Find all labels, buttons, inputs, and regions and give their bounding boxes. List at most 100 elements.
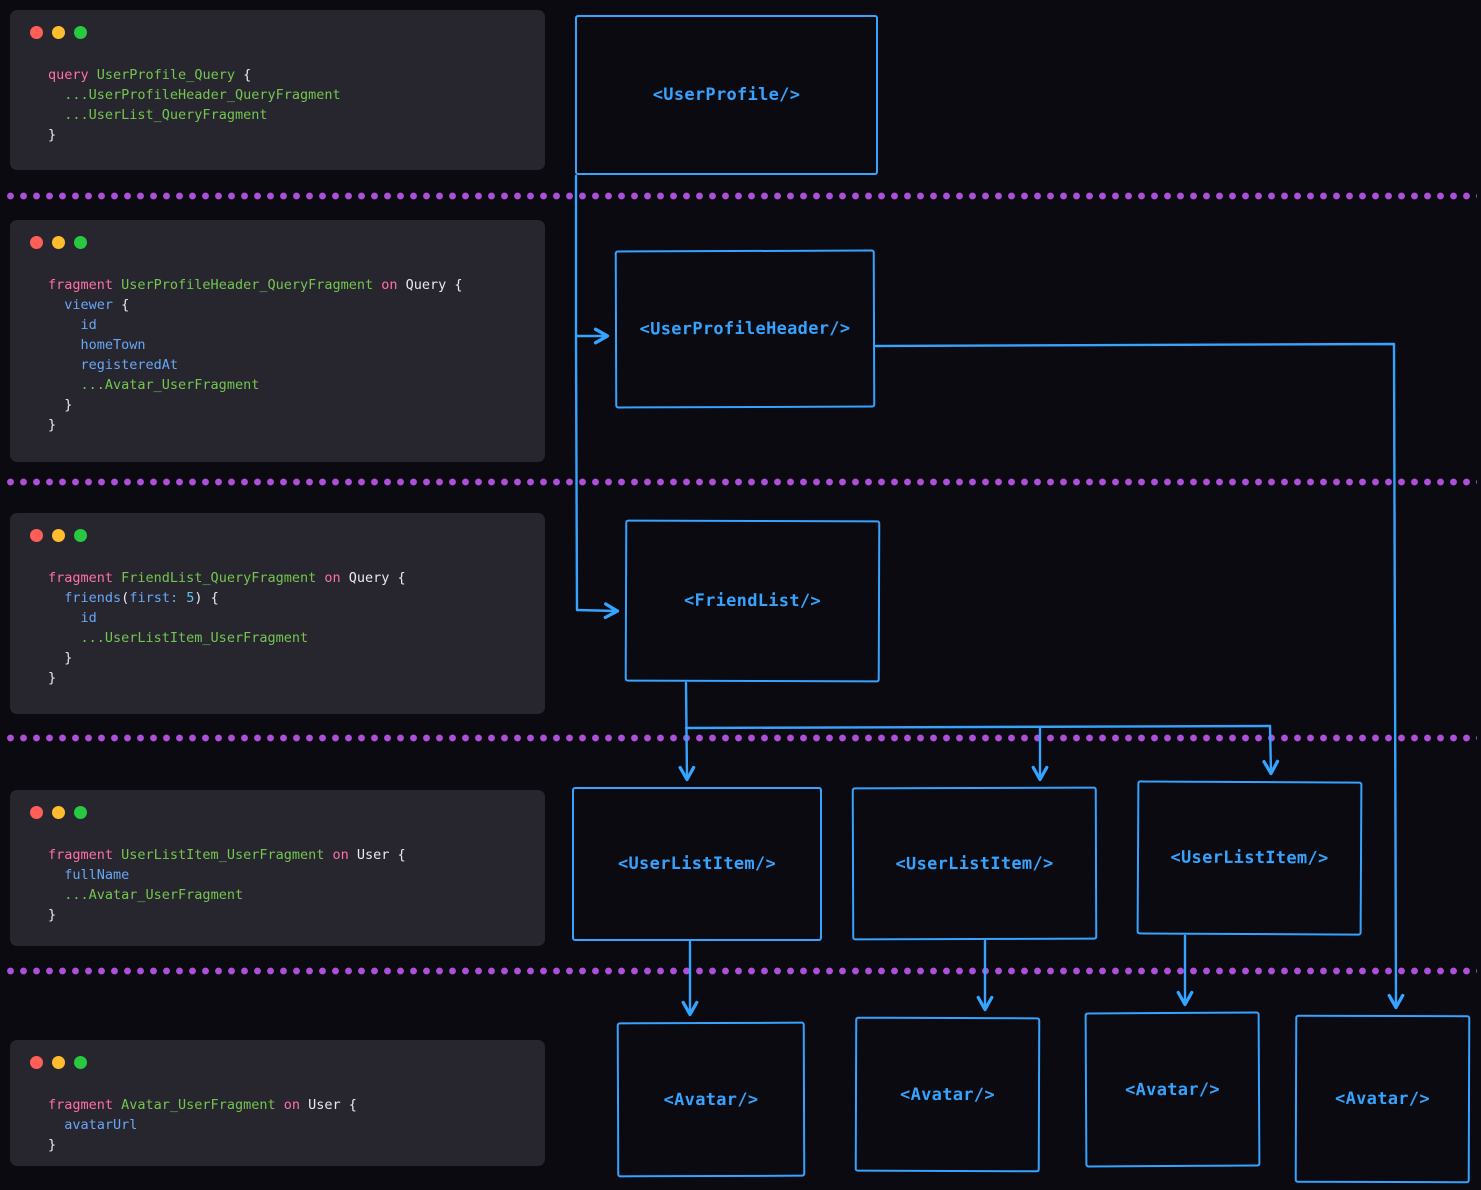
code-token: }: [48, 650, 73, 666]
code-token: User {: [356, 847, 406, 863]
code-line: homeTown: [48, 335, 525, 355]
component-label: <FriendList/>: [683, 590, 822, 612]
code-token: on: [324, 847, 357, 863]
code-block: query UserProfile_Query { ...UserProfile…: [30, 65, 525, 145]
code-block: fragment FriendList_QueryFragment on Que…: [30, 568, 525, 688]
component-box-avatar-3: <Avatar/>: [1084, 1011, 1261, 1168]
maximize-icon: [74, 236, 87, 249]
code-token: }: [48, 907, 57, 923]
component-box-user-list-item-2: <UserListItem/>: [851, 786, 1098, 941]
code-token: friends: [64, 590, 122, 606]
component-box-user-profile-header: <UserProfileHeader/>: [614, 249, 876, 409]
code-token: {: [113, 297, 130, 313]
code-token: [48, 317, 81, 333]
code-token: FriendList_QueryFragment: [121, 570, 317, 586]
divider-line: [4, 967, 1477, 975]
code-token: }: [48, 417, 57, 433]
code-token: fullName: [64, 867, 130, 883]
code-token: [48, 357, 81, 373]
code-token: avatarUrl: [64, 1117, 138, 1133]
code-line: avatarUrl: [48, 1115, 525, 1135]
code-line: }: [48, 668, 525, 688]
component-label: <UserListItem/>: [1170, 847, 1329, 869]
code-block: fragment UserListItem_UserFragment on Us…: [30, 845, 525, 925]
code-token: id: [80, 317, 97, 333]
code-line: ...UserList_QueryFragment: [48, 105, 525, 125]
code-token: fragment: [48, 847, 122, 863]
component-label: <Avatar/>: [900, 1084, 995, 1105]
traffic-lights: [30, 236, 525, 249]
code-token: }: [48, 1137, 57, 1153]
close-icon: [30, 529, 43, 542]
traffic-lights: [30, 806, 525, 819]
maximize-icon: [74, 529, 87, 542]
component-box-avatar-1: <Avatar/>: [616, 1021, 806, 1178]
maximize-icon: [74, 26, 87, 39]
code-token: 5: [186, 590, 195, 606]
component-box-avatar-2: <Avatar/>: [854, 1016, 1041, 1173]
component-label: <UserProfileHeader/>: [639, 318, 851, 340]
code-token: {: [234, 67, 252, 83]
close-icon: [30, 236, 43, 249]
code-token: [48, 590, 64, 606]
divider-line: [4, 734, 1477, 742]
minimize-icon: [52, 236, 65, 249]
code-token: Query {: [405, 277, 463, 293]
code-line: }: [48, 395, 525, 415]
code-token: [48, 337, 81, 353]
code-token: }: [48, 127, 57, 143]
component-label: <UserProfile/>: [652, 85, 801, 105]
code-line: ...Avatar_UserFragment: [48, 375, 525, 395]
code-token: [48, 887, 64, 903]
code-line: fragment Avatar_UserFragment on User {: [48, 1095, 525, 1115]
component-label: <Avatar/>: [663, 1089, 759, 1110]
code-window-user-profile-header-fragment: fragment UserProfileHeader_QueryFragment…: [10, 220, 545, 462]
traffic-lights: [30, 529, 525, 542]
component-box-friend-list: <FriendList/>: [624, 519, 881, 683]
code-token: (: [121, 590, 130, 606]
code-line: ...UserProfileHeader_QueryFragment: [48, 85, 525, 105]
traffic-lights: [30, 26, 525, 39]
code-line: viewer {: [48, 295, 525, 315]
code-token: registeredAt: [80, 357, 179, 373]
maximize-icon: [74, 1056, 87, 1069]
code-line: }: [48, 1135, 525, 1155]
code-window-friend-list-fragment: fragment FriendList_QueryFragment on Que…: [10, 513, 545, 714]
component-label: <UserListItem/>: [895, 853, 1054, 874]
code-line: friends(first: 5) {: [48, 588, 525, 608]
minimize-icon: [52, 529, 65, 542]
component-label: <Avatar/>: [1335, 1088, 1430, 1110]
code-token: [48, 610, 81, 626]
code-token: viewer: [64, 297, 114, 313]
code-line: }: [48, 125, 525, 145]
code-line: fragment UserListItem_UserFragment on Us…: [48, 845, 525, 865]
code-window-query: query UserProfile_Query { ...UserProfile…: [10, 10, 545, 170]
code-token: on: [275, 1097, 309, 1113]
code-token: Avatar_UserFragment: [121, 1097, 276, 1113]
code-line: }: [48, 648, 525, 668]
code-token: [48, 107, 64, 123]
component-box-user-list-item-3: <UserListItem/>: [1136, 780, 1363, 936]
minimize-icon: [52, 806, 65, 819]
code-token: ...UserProfileHeader_QueryFragment: [64, 87, 341, 103]
code-line: fragment UserProfileHeader_QueryFragment…: [48, 275, 525, 295]
code-token: }: [48, 397, 73, 413]
code-line: registeredAt: [48, 355, 525, 375]
code-block: fragment UserProfileHeader_QueryFragment…: [30, 275, 525, 435]
code-window-user-list-item-fragment: fragment UserListItem_UserFragment on Us…: [10, 790, 545, 946]
minimize-icon: [52, 26, 65, 39]
code-line: ...Avatar_UserFragment: [48, 885, 525, 905]
code-token: on: [373, 277, 406, 293]
code-window-avatar-fragment: fragment Avatar_UserFragment on User { a…: [10, 1040, 545, 1166]
code-token: ...Avatar_UserFragment: [64, 887, 244, 903]
code-token: [48, 297, 64, 313]
code-line: id: [48, 608, 525, 628]
code-token: UserListItem_UserFragment: [121, 847, 325, 863]
code-token: ...UserList_QueryFragment: [64, 107, 268, 123]
code-token: [48, 377, 81, 393]
component-box-user-profile: <UserProfile/>: [575, 15, 878, 175]
code-token: [48, 1117, 64, 1133]
code-token: on: [316, 570, 349, 586]
close-icon: [30, 806, 43, 819]
